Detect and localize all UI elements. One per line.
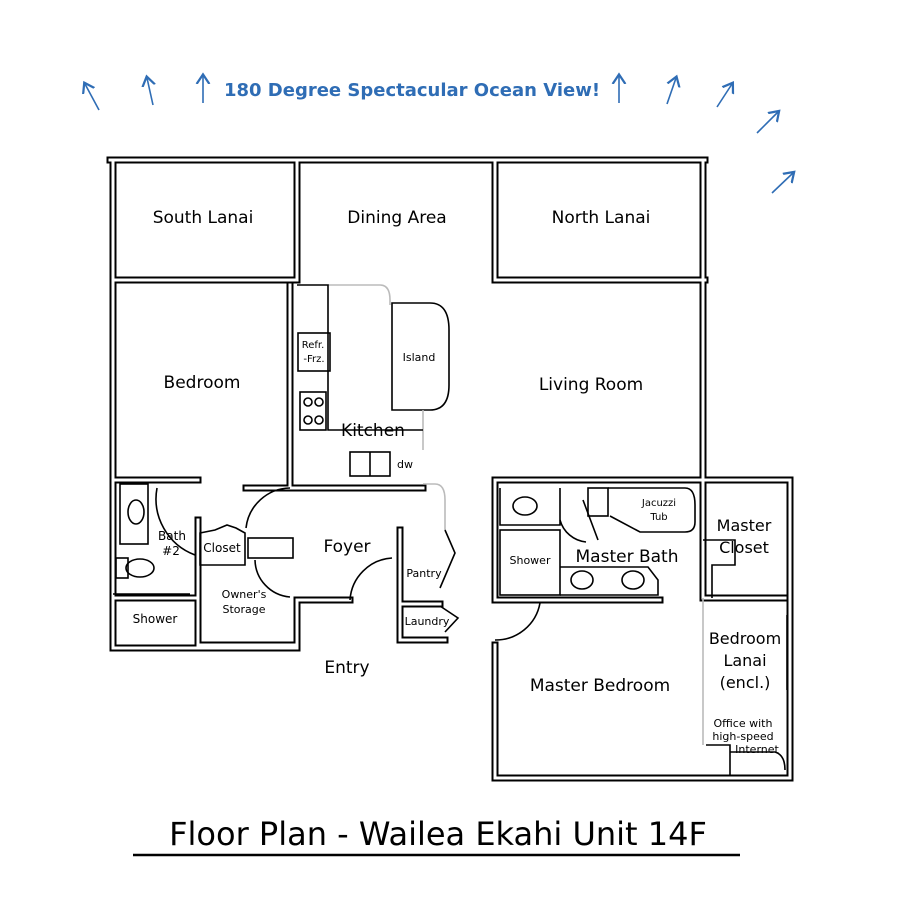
label-island: Island <box>403 351 436 364</box>
label-bedroom-lanai-2: Lanai <box>723 651 766 670</box>
stove <box>299 391 327 431</box>
label-master-closet: Master <box>717 516 772 535</box>
label-owners-storage-2: Storage <box>222 603 265 616</box>
label-kitchen: Kitchen <box>341 421 405 441</box>
label-master-shower: Shower <box>510 554 551 567</box>
label-laundry: Laundry <box>405 615 450 628</box>
ocean-view-banner: 180 Degree Spectacular Ocean View! <box>224 80 600 101</box>
label-office-3: Internet <box>735 743 779 756</box>
ocean-view-arrows <box>85 76 793 194</box>
fixtures <box>113 284 788 775</box>
label-bedroom-lanai-3: (encl.) <box>720 673 771 692</box>
label-refr: Refr. <box>302 340 325 351</box>
label-foyer: Foyer <box>323 537 370 557</box>
label-shower: Shower <box>133 612 178 626</box>
label-south-lanai: South Lanai <box>153 208 254 228</box>
label-pantry: Pantry <box>406 567 442 580</box>
label-living-room: Living Room <box>539 375 643 395</box>
label-tub: Tub <box>649 512 667 523</box>
label-office-2: high-speed <box>712 730 773 743</box>
refrigerator <box>297 332 331 372</box>
island <box>391 302 450 411</box>
walls <box>110 160 790 778</box>
label-entry: Entry <box>324 658 369 678</box>
label-jacuzzi: Jacuzzi <box>641 498 676 509</box>
label-frz: -Frz. <box>303 354 324 365</box>
label-owners-storage: Owner's <box>222 588 267 601</box>
label-bedroom-lanai: Bedroom <box>709 629 781 648</box>
page-title: Floor Plan - Wailea Ekahi Unit 14F <box>169 815 707 853</box>
label-master-bath: Master Bath <box>576 547 679 567</box>
label-master-closet-2: Closet <box>719 538 769 557</box>
label-north-lanai: North Lanai <box>552 208 651 228</box>
label-dishwasher: dw <box>397 458 413 471</box>
label-dining-area: Dining Area <box>347 208 446 228</box>
label-office: Office with <box>714 717 773 730</box>
label-closet: Closet <box>203 541 241 555</box>
room-labels: South Lanai Dining Area North Lanai Bedr… <box>133 208 782 756</box>
label-bath2: Bath <box>158 529 186 543</box>
label-bath2-num: #2 <box>162 544 180 558</box>
label-bedroom: Bedroom <box>164 373 241 393</box>
label-master-bedroom: Master Bedroom <box>530 676 670 696</box>
